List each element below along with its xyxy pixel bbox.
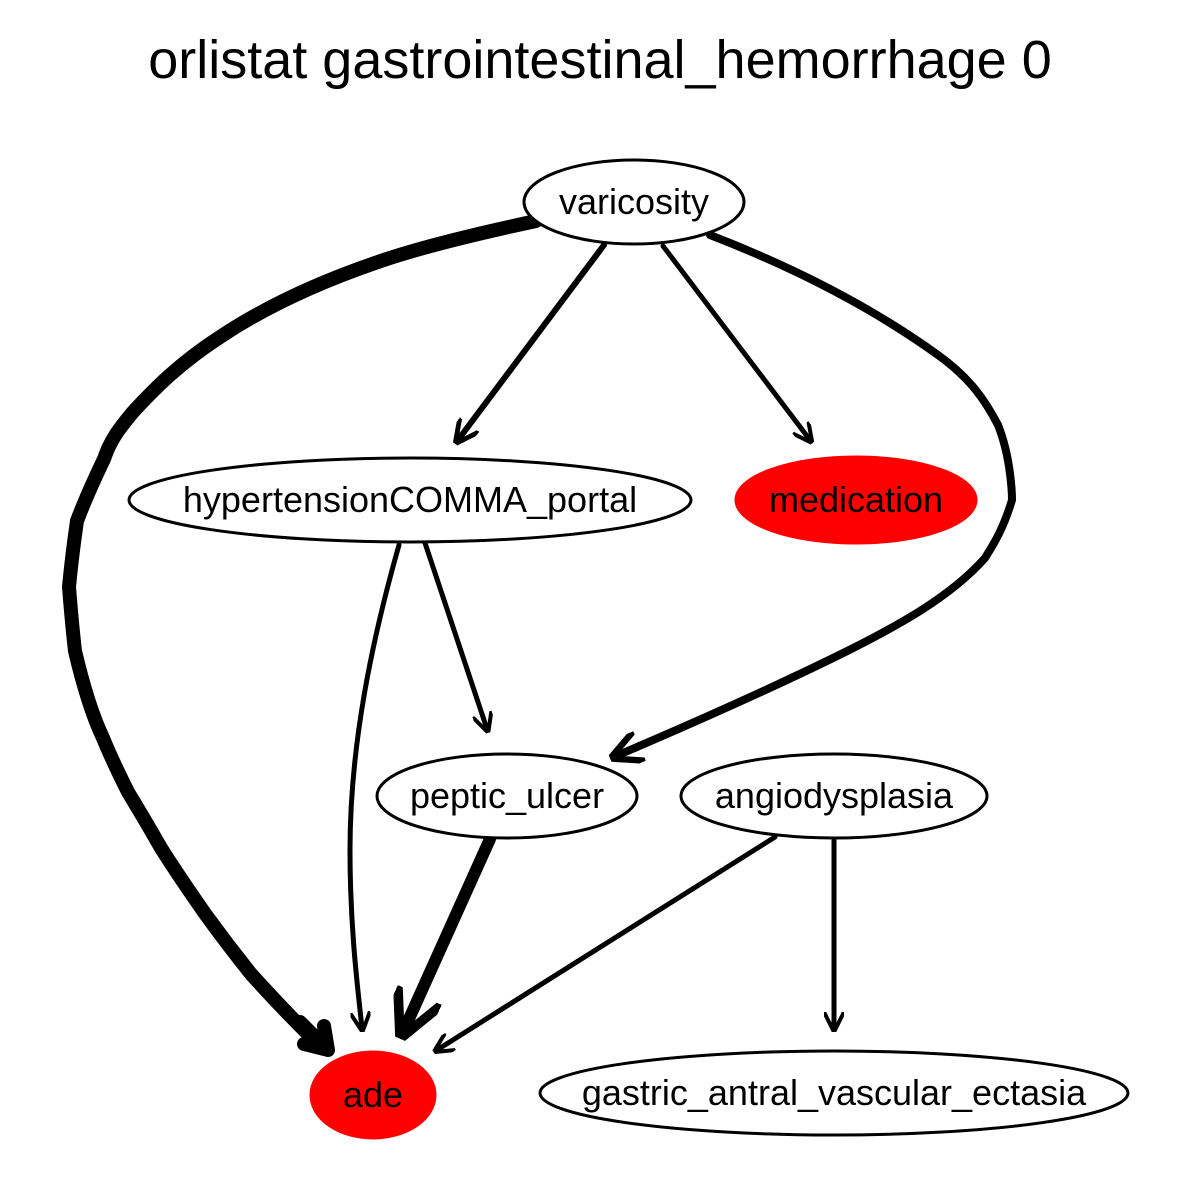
edge-varicosity-to-ade <box>62 214 543 1051</box>
diagram-title: orlistat gastrointestinal_hemorrhage 0 <box>148 30 1052 90</box>
node-hypertension_portal: hypertensionCOMMA_portal <box>127 456 693 544</box>
node-angiodysplasia-label: angiodysplasia <box>715 775 954 816</box>
node-varicosity: varicosity <box>522 158 746 246</box>
edge-angiodysplasia-to-ade <box>437 834 778 1050</box>
node-varicosity-label: varicosity <box>559 181 709 222</box>
node-peptic_ulcer-label: peptic_ulcer <box>410 775 604 816</box>
node-varicosity-shape <box>522 158 746 246</box>
node-medication: medication <box>734 455 978 545</box>
edge-hypertension_portal-to-ade <box>347 542 402 1028</box>
node-ade: ade <box>309 1050 437 1140</box>
node-hypertension_portal-label: hypertensionCOMMA_portal <box>183 479 637 520</box>
node-hypertension_portal-shape <box>127 456 693 544</box>
node-angiodysplasia-shape <box>679 752 989 840</box>
node-gastric_antral_vascular_ectasia-label: gastric_antral_vascular_ectasia <box>582 1072 1087 1113</box>
node-medication-label: medication <box>769 479 943 520</box>
node-ade-label: ade <box>343 1074 403 1115</box>
edge-hypertension_portal-to-peptic_ulcer <box>422 540 487 729</box>
edge-varicosity-to-ade-arrowhead <box>293 1015 335 1057</box>
nodes-layer: varicosity hypertensionCOMMA_portal medica… <box>127 158 1130 1140</box>
node-ade-shape <box>309 1050 437 1140</box>
node-angiodysplasia: angiodysplasia <box>679 752 989 840</box>
edge-varicosity-to-medication <box>660 243 810 440</box>
node-peptic_ulcer-shape <box>375 752 639 840</box>
node-peptic_ulcer: peptic_ulcer <box>375 752 639 840</box>
edges-layer <box>62 214 1016 1057</box>
node-gastric_antral_vascular_ectasia-shape <box>538 1049 1130 1137</box>
node-gastric_antral_vascular_ectasia: gastric_antral_vascular_ectasia <box>538 1049 1130 1137</box>
edge-peptic_ulcer-to-ade <box>404 833 496 1030</box>
edge-varicosity-to-peptic_ulcer <box>616 231 1016 756</box>
node-medication-shape <box>734 455 978 545</box>
edge-varicosity-to-hypertension_portal <box>458 242 607 440</box>
